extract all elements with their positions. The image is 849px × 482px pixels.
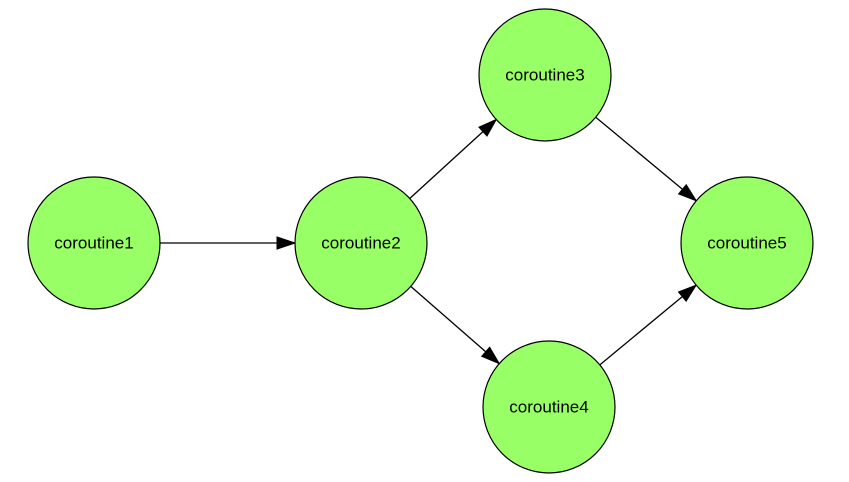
node-coroutine2-circle (294, 176, 428, 310)
node-coroutine5-label: coroutine5 (707, 234, 786, 253)
arrowhead-coroutine3-to-coroutine5 (677, 183, 698, 202)
arrowhead-coroutine2-to-coroutine4 (480, 346, 501, 365)
node-coroutine3-circle (478, 8, 612, 142)
node-coroutine2-label: coroutine2 (321, 234, 400, 253)
node-coroutine3-label: coroutine3 (505, 66, 584, 85)
edge-coroutine3-to-coroutine5 (595, 116, 683, 190)
node-coroutine2: coroutine2 (294, 176, 428, 310)
node-coroutine1-circle (27, 176, 161, 310)
node-coroutine5: coroutine5 (680, 176, 814, 310)
edges-layer (160, 116, 698, 366)
node-coroutine5-circle (680, 176, 814, 310)
node-coroutine4-circle (482, 340, 616, 474)
node-coroutine3: coroutine3 (478, 8, 612, 142)
nodes-layer: coroutine1 coroutine2 coroutine3 corouti… (27, 8, 814, 474)
node-coroutine4-label: coroutine4 (509, 398, 588, 417)
arrowhead-coroutine4-to-coroutine5 (677, 284, 698, 303)
edge-coroutine4-to-coroutine5 (599, 296, 683, 366)
edge-coroutine2-to-coroutine4 (410, 285, 487, 353)
node-coroutine1: coroutine1 (27, 176, 161, 310)
edge-coroutine2-to-coroutine3 (409, 131, 484, 199)
node-coroutine4: coroutine4 (482, 340, 616, 474)
node-coroutine1-label: coroutine1 (54, 234, 133, 253)
arrowhead-coroutine1-to-coroutine2 (276, 236, 297, 250)
arrowhead-coroutine2-to-coroutine3 (478, 118, 498, 137)
